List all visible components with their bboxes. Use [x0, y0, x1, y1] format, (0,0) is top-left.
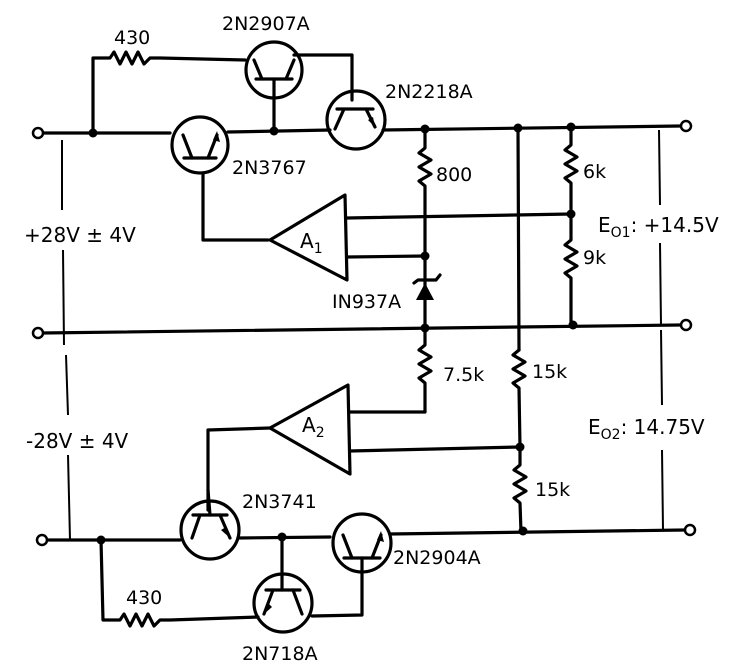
zener-diode-in937a — [412, 254, 442, 330]
e01-prefix: E — [598, 213, 611, 237]
label-e02: EO2: 14.75V — [588, 415, 705, 443]
label-a2: A2 — [302, 413, 325, 441]
e02-prefix: E — [588, 415, 601, 439]
e02-value: : 14.75V — [621, 415, 705, 439]
label-zener-in937a: IN937A — [332, 291, 401, 313]
resistor-6k — [563, 125, 579, 215]
label-r-15k-upper: 15k — [532, 361, 567, 383]
common-terminal-left — [31, 326, 45, 340]
label-2n2904a: 2N2904A — [393, 547, 481, 569]
transistor-2n718a — [252, 535, 314, 634]
e02-sub: O2 — [601, 427, 621, 443]
label-e01: EO1: +14.5V — [598, 213, 719, 241]
label-positive-input: +28V ± 4V — [24, 223, 136, 247]
label-2n3741: 2N3741 — [242, 491, 317, 513]
e01-sub: O1 — [611, 225, 631, 241]
resistor-430-top — [91, 50, 247, 135]
resistor-15k-upper — [511, 348, 527, 449]
transistor-2n3741 — [179, 488, 241, 561]
output-voltage-indicator-lines — [658, 129, 664, 531]
label-2n2907a: 2N2907A — [222, 13, 310, 35]
junction-node — [568, 320, 578, 330]
label-r-7-5k: 7.5k — [443, 364, 484, 386]
label-2n2218a: 2N2218A — [385, 81, 473, 103]
common-terminal-right — [679, 318, 693, 332]
input-terminal-negative — [35, 533, 49, 547]
output-terminal-negative — [683, 523, 697, 537]
common-rail — [40, 323, 682, 335]
resistor-430-bottom — [99, 538, 260, 628]
a2-main: A — [302, 413, 316, 437]
junction-node — [269, 126, 279, 136]
bottom-rail — [43, 528, 686, 542]
label-2n3767: 2N3767 — [232, 157, 307, 179]
resistor-15k-lower — [512, 445, 528, 534]
label-r-15k-lower: 15k — [535, 479, 570, 501]
label-r-430-top: 430 — [114, 27, 150, 49]
label-negative-input: -28V ± 4V — [26, 429, 129, 453]
label-2n718a: 2N718A — [242, 643, 318, 665]
amplifier-a1 — [268, 193, 573, 282]
a1-main: A — [300, 229, 314, 253]
transistor-2n2907a — [244, 40, 354, 132]
input-terminal-positive — [31, 126, 45, 140]
label-r-6k: 6k — [583, 161, 606, 183]
label-a1: A1 — [300, 229, 323, 257]
amplifier-a2 — [206, 383, 522, 512]
transistor-2n3767 — [170, 115, 270, 242]
junction-node — [518, 526, 528, 536]
input-voltage-indicator-lines — [61, 140, 71, 541]
a1-sub: 1 — [314, 241, 323, 257]
junction-node — [88, 128, 98, 138]
label-r-9k: 9k — [583, 247, 606, 269]
e01-value: : +14.5V — [631, 213, 719, 237]
transistor-2n2904a — [310, 512, 393, 618]
output-terminal-positive — [679, 119, 693, 133]
label-r-800: 800 — [436, 164, 472, 186]
resistor-9k — [563, 212, 579, 327]
label-r-430-bottom: 430 — [126, 587, 162, 609]
resistor-800 — [417, 127, 433, 257]
a2-sub: 2 — [316, 425, 325, 441]
resistor-7-5k — [348, 326, 433, 414]
transistor-2n2218a — [325, 89, 387, 151]
top-rail — [40, 124, 682, 135]
